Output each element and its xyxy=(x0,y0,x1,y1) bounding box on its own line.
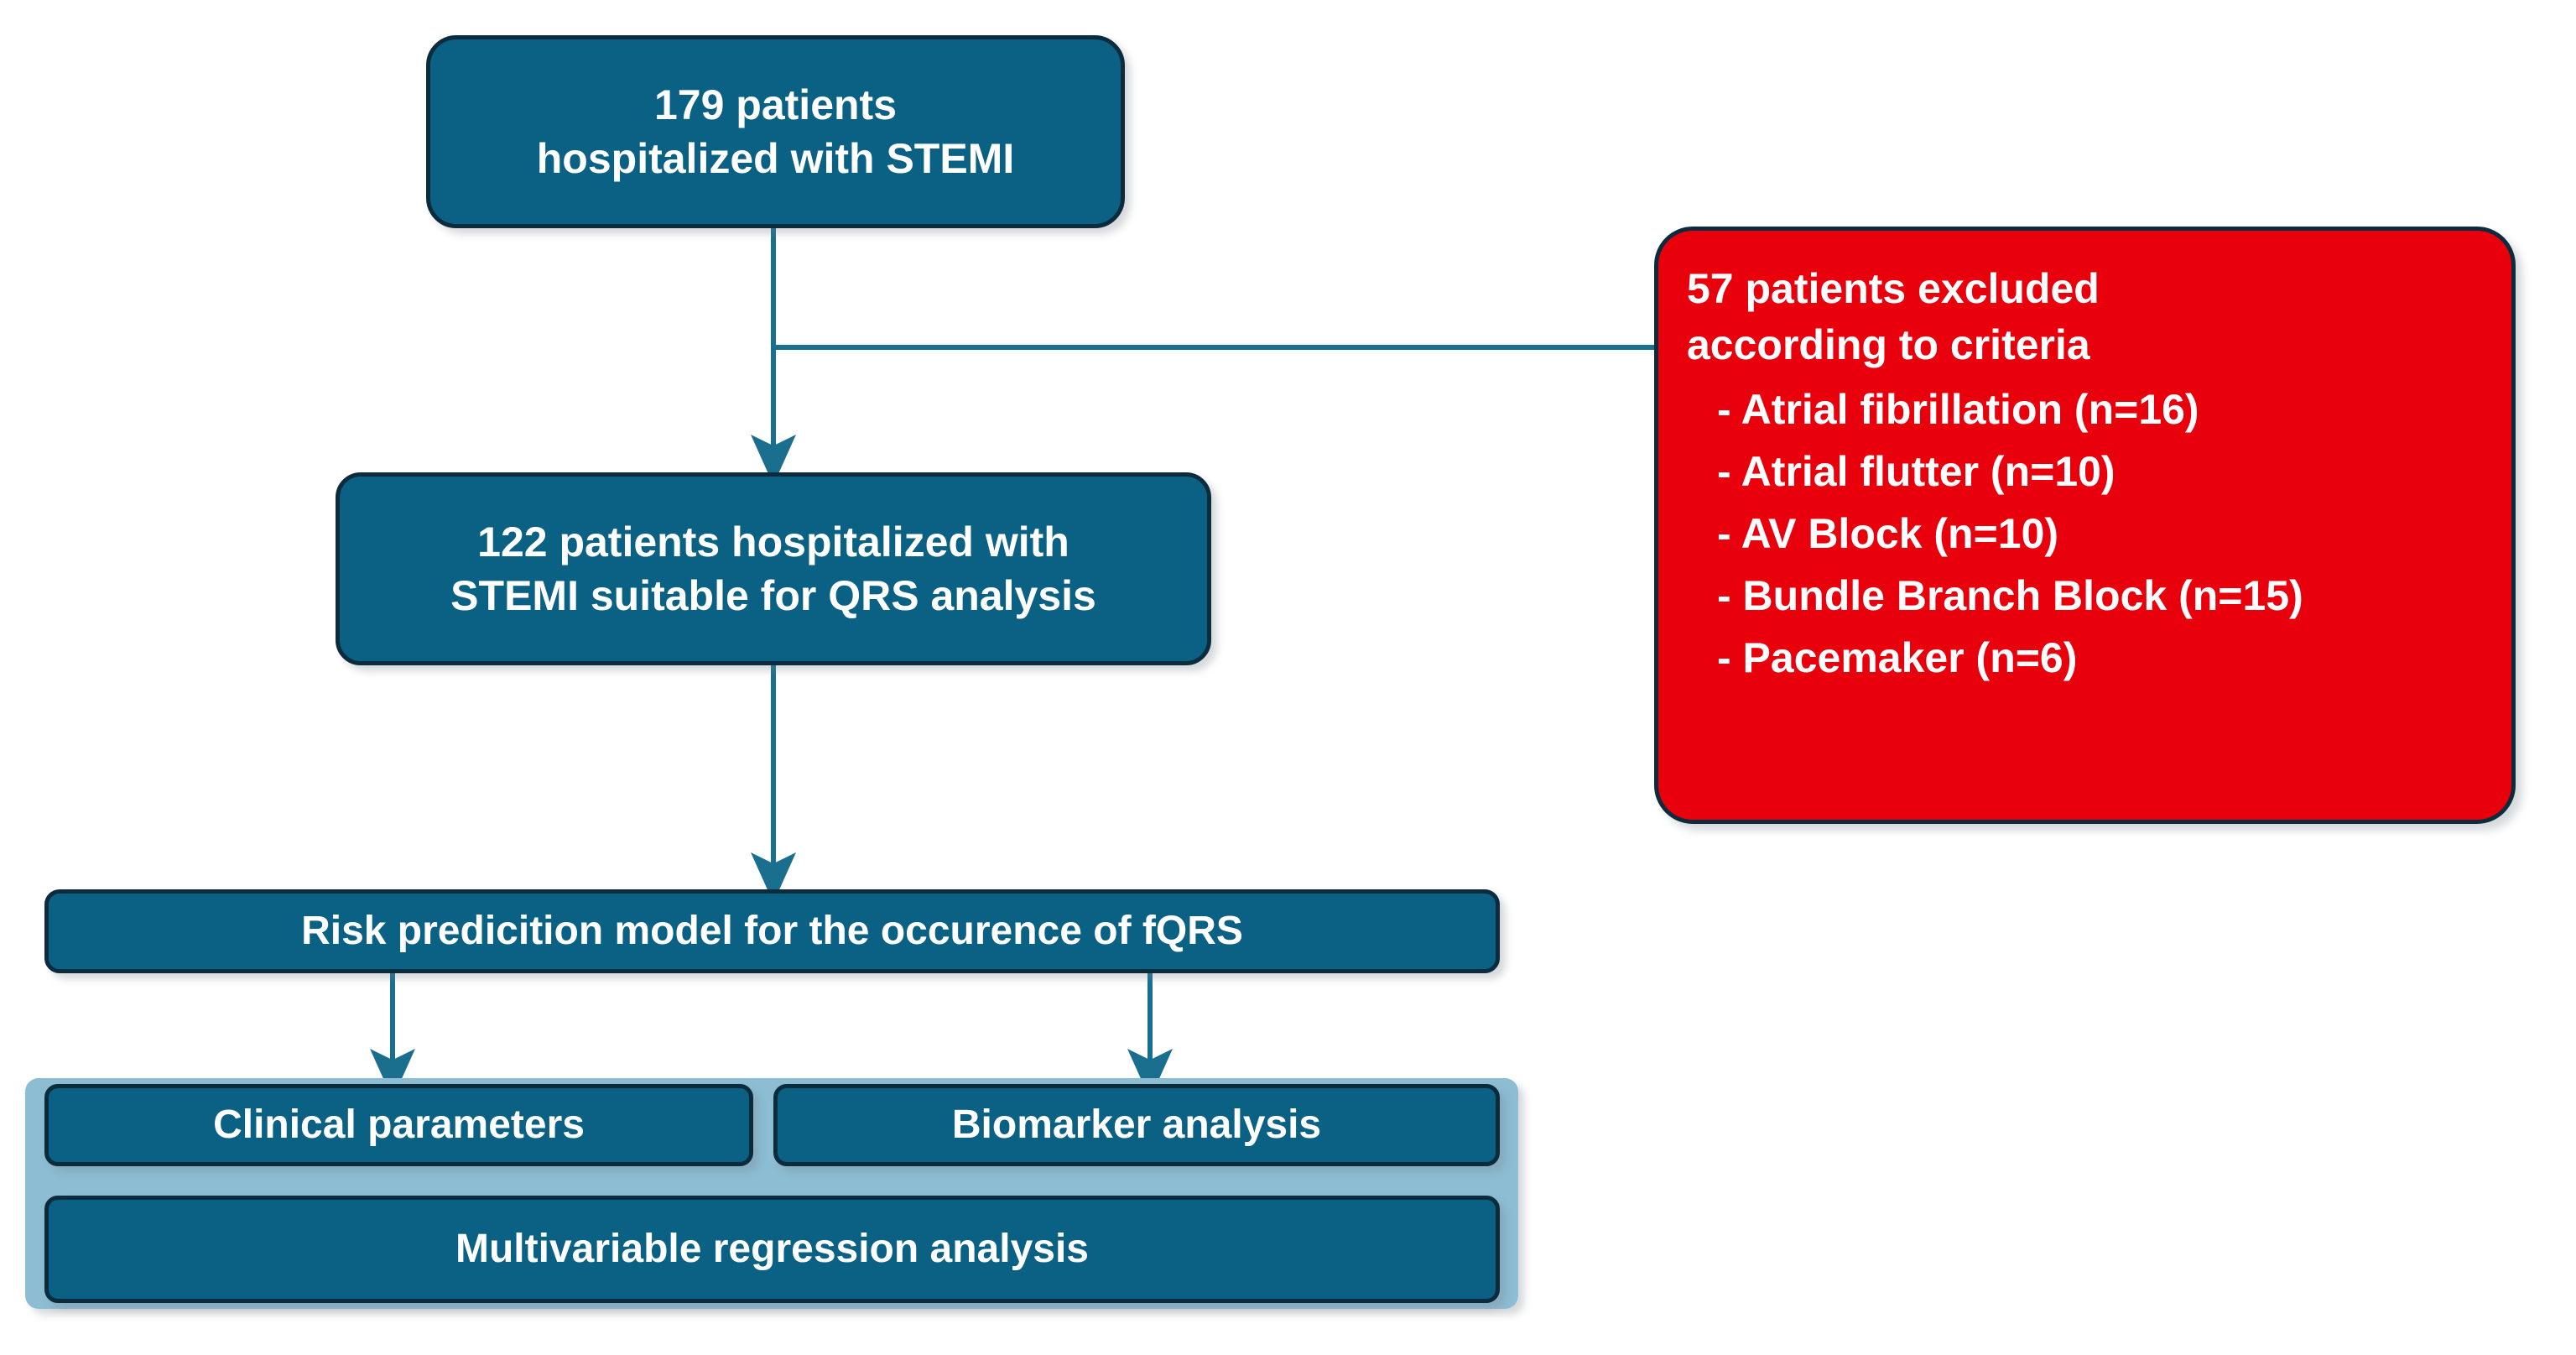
excluded-criteria-list: - Atrial fibrillation (n=16) - Atrial fl… xyxy=(1687,378,2486,689)
node-total-cohort-line2: hospitalized with STEMI xyxy=(536,135,1015,182)
node-excluded-patients: 57 patients excluded according to criter… xyxy=(1654,227,2516,824)
node-clinical-parameters: Clinical parameters xyxy=(44,1084,753,1166)
excluded-heading-line2: according to criteria xyxy=(1687,321,2090,368)
excluded-heading: 57 patients excluded according to criter… xyxy=(1687,261,2486,373)
node-eligible-cohort-line2: STEMI suitable for QRS analysis xyxy=(450,572,1096,619)
node-total-cohort-line1: 179 patients xyxy=(653,81,897,128)
excluded-criterion-item: - Atrial fibrillation (n=16) xyxy=(1717,386,2199,433)
excluded-criterion-item: - Atrial flutter (n=10) xyxy=(1717,448,2115,495)
excluded-criterion-item: - AV Block (n=10) xyxy=(1717,510,2059,557)
node-eligible-cohort-line1: 122 patients hospitalized with xyxy=(477,519,1069,565)
node-total-cohort: 179 patients hospitalized with STEMI xyxy=(426,35,1125,228)
node-eligible-cohort-text: 122 patients hospitalized with STEMI sui… xyxy=(450,515,1096,623)
excluded-criterion-item: - Pacemaker (n=6) xyxy=(1717,634,2078,681)
excluded-criterion-item: - Bundle Branch Block (n=15) xyxy=(1717,572,2303,619)
node-multivariable-regression: Multivariable regression analysis xyxy=(44,1196,1500,1303)
node-total-cohort-text: 179 patients hospitalized with STEMI xyxy=(537,78,1014,185)
node-eligible-cohort: 122 patients hospitalized with STEMI sui… xyxy=(336,472,1211,665)
excluded-heading-line1: 57 patients excluded xyxy=(1687,265,2100,312)
node-biomarker-analysis: Biomarker analysis xyxy=(773,1084,1500,1166)
node-risk-prediction-model: Risk predicition model for the occurence… xyxy=(44,889,1500,973)
